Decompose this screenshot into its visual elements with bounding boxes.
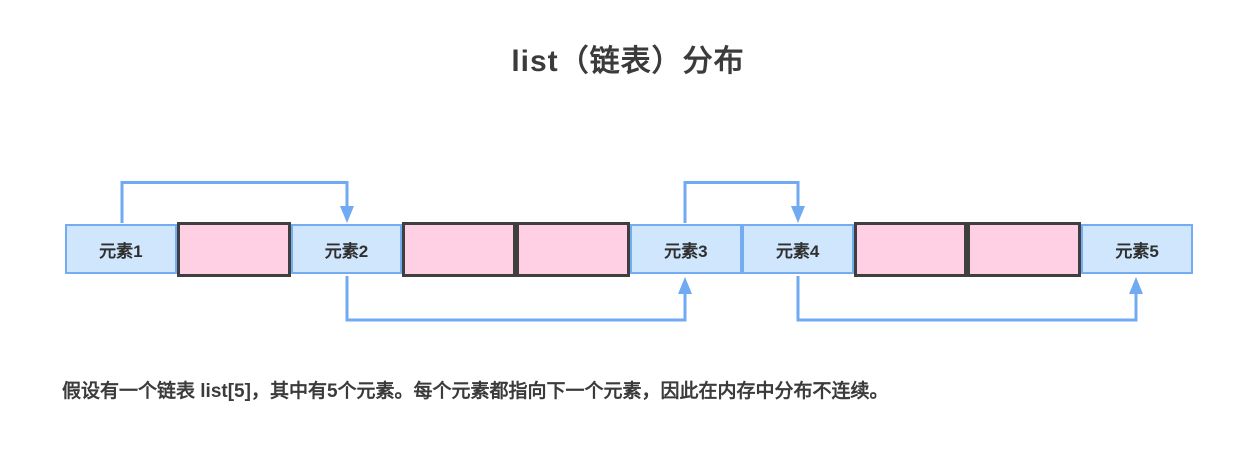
arrow-element4-to-element5 [796, 276, 1143, 322]
arrow-element2-to-element3 [345, 276, 692, 322]
memory-row: 元素1 元素2 元素3 元素4 元素5 [65, 221, 1193, 277]
memory-block [402, 221, 517, 277]
element-label: 元素2 [324, 241, 369, 261]
element-cell-3: 元素3 [629, 224, 742, 274]
element-label: 元素5 [1115, 241, 1159, 261]
element-label: 元素4 [775, 241, 820, 261]
arrow-element1-to-element2 [120, 181, 354, 223]
memory-block [853, 221, 968, 277]
element-cell-1: 元素1 [65, 224, 177, 274]
memory-block [516, 221, 630, 277]
element-cell-4: 元素4 [741, 224, 854, 274]
diagram-caption: 假设有一个链表 list[5]，其中有5个元素。每个元素都指向下一个元素，因此在… [62, 381, 889, 402]
diagram-title: list（链表）分布 [511, 45, 745, 78]
element-label: 元素1 [99, 241, 143, 261]
memory-block [176, 221, 291, 277]
element-cell-5: 元素5 [1081, 224, 1193, 274]
element-cell-2: 元素2 [290, 224, 403, 274]
element-label: 元素3 [664, 241, 708, 261]
arrow-element3-to-element4 [683, 181, 805, 223]
memory-block [967, 221, 1082, 277]
